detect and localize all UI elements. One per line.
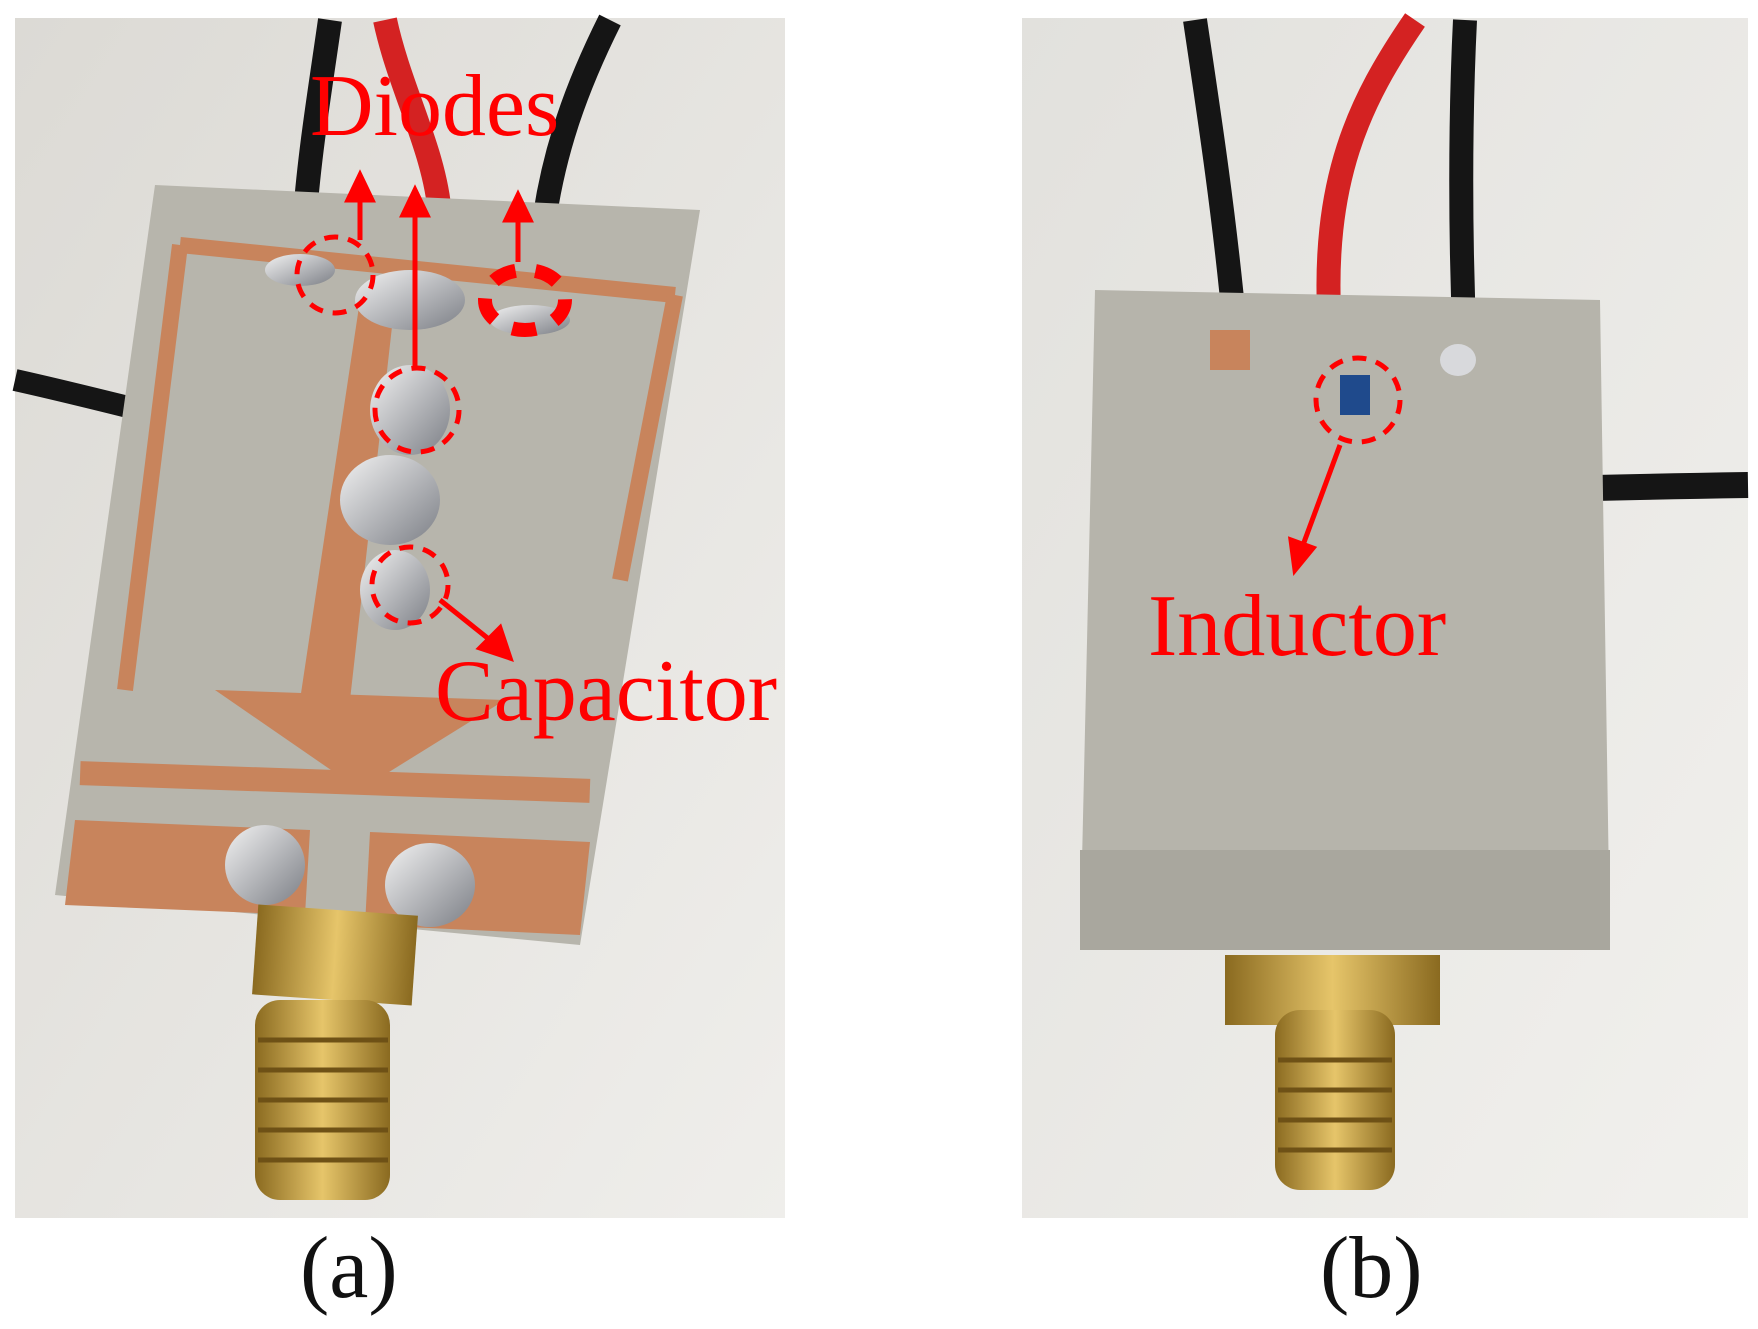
copper-trace <box>612 293 683 582</box>
black-wire <box>1183 18 1247 332</box>
inductor-component <box>1340 375 1370 415</box>
thread-lines <box>258 1037 388 1163</box>
annotation-arrows <box>344 169 534 662</box>
sma-connector-thread <box>1275 1010 1395 1190</box>
thread-lines <box>1278 1057 1392 1153</box>
black-wire <box>293 18 342 216</box>
capacitor-label: Capacitor <box>435 643 777 740</box>
photo-back-side: Inductor <box>1022 13 1749 1218</box>
board-edge <box>1080 850 1610 950</box>
inductor-circle <box>1313 355 1403 445</box>
copper-trace <box>79 761 591 803</box>
diode-component <box>370 365 450 455</box>
panel-a: Diodes Capacitor (a) <box>0 0 800 1329</box>
solder-joint <box>355 270 465 330</box>
inductor-label: Inductor <box>1148 578 1446 675</box>
diode-component <box>265 254 335 286</box>
diode-component <box>490 305 570 335</box>
sma-connector-flange <box>252 904 418 1006</box>
solder-joint <box>385 843 475 927</box>
solder-joint <box>225 825 305 905</box>
copper-trace <box>117 244 188 691</box>
capacitor-component <box>360 550 430 630</box>
capacitor-circle <box>369 544 451 626</box>
diodes-label: Diodes <box>310 58 559 155</box>
red-wire <box>373 17 452 217</box>
pcb-board <box>1080 290 1610 950</box>
solder-joint <box>340 455 440 545</box>
copper-arrow-shape <box>215 690 505 790</box>
annotation-arrows <box>1287 444 1343 577</box>
caption-b: (b) <box>1320 1220 1423 1317</box>
diode-circle <box>478 263 572 337</box>
red-wire <box>1316 13 1425 331</box>
solder-joint <box>1440 344 1476 376</box>
diode-circle <box>294 234 376 316</box>
copper-pad <box>1210 330 1250 370</box>
copper-trace <box>179 237 676 303</box>
photo-front-side: Diodes Capacitor <box>12 14 785 1218</box>
panel-b: Inductor (b) <box>1020 0 1758 1329</box>
black-wire <box>533 14 621 217</box>
caption-a: (a) <box>300 1220 398 1317</box>
